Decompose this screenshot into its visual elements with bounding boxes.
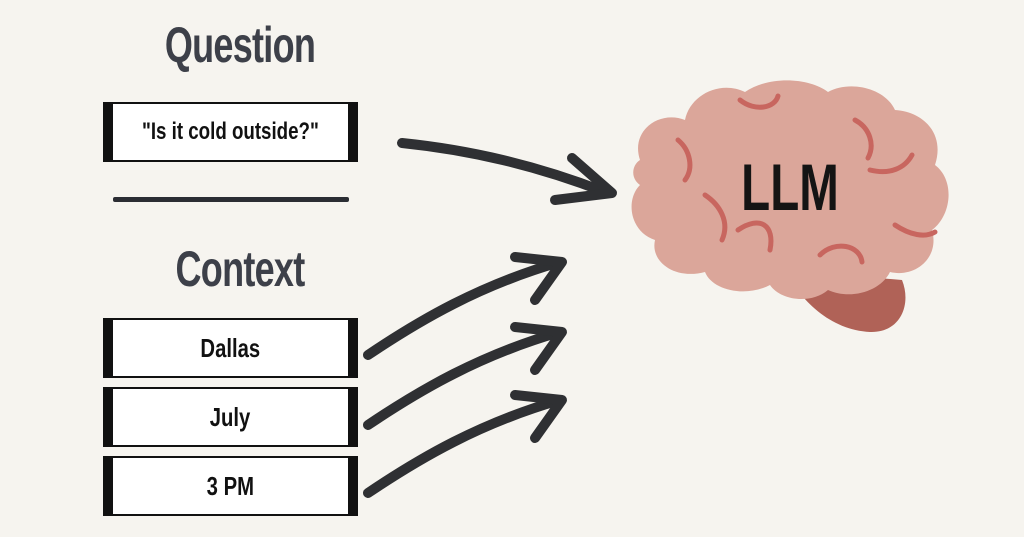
divider-line	[113, 197, 349, 202]
arrow-month-to-llm	[363, 322, 567, 430]
brain-folds	[675, 93, 938, 265]
context-heading: Context	[175, 241, 306, 297]
context-item-month: July	[210, 401, 251, 432]
arrow-location-to-llm	[363, 252, 567, 360]
question-heading: Question	[164, 17, 316, 73]
context-box-location: Dallas	[103, 318, 358, 378]
question-text: "Is it cold outside?"	[142, 118, 319, 145]
question-box: "Is it cold outside?"	[103, 102, 358, 162]
context-box-month: July	[103, 387, 358, 447]
context-item-location: Dallas	[200, 332, 261, 363]
llm-label: LLM	[741, 151, 839, 224]
arrow-question-to-llm	[397, 138, 617, 205]
context-item-time: 3 PM	[206, 470, 255, 501]
brain-icon: LLM	[631, 80, 949, 333]
arrow-time-to-llm	[363, 390, 567, 498]
context-box-time: 3 PM	[103, 456, 358, 516]
